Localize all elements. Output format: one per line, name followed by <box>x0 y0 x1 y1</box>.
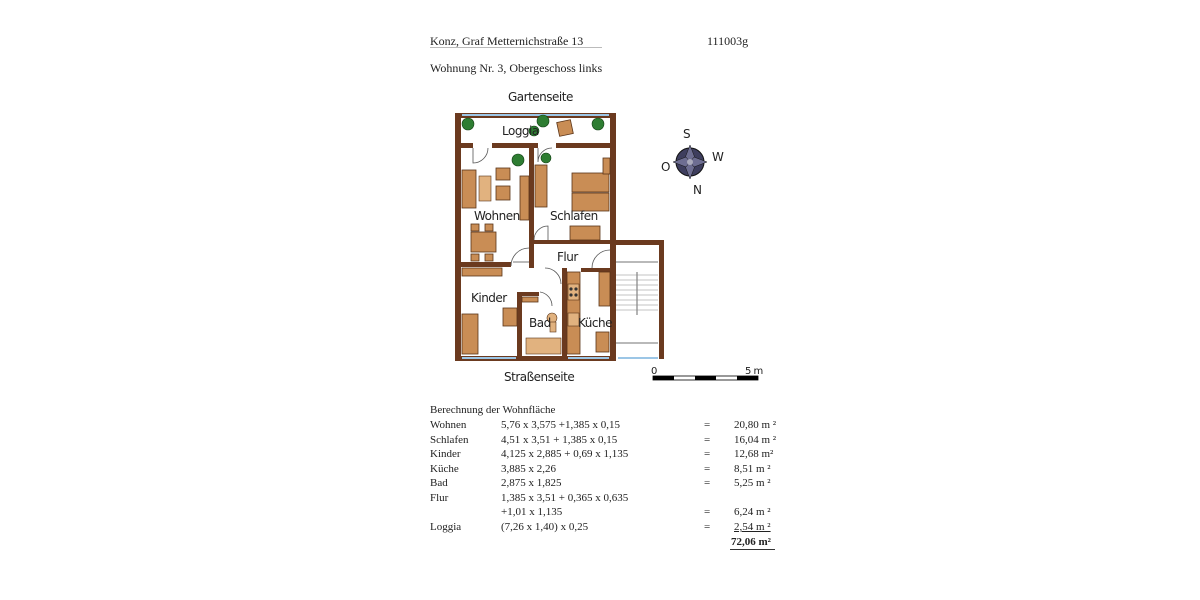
compass-o: O <box>661 160 670 174</box>
calc-row-formula: +1,01 x 1,135 <box>501 506 563 518</box>
calc-row-name: Flur <box>430 492 449 504</box>
calc-row-name: Kinder <box>430 448 461 460</box>
calc-row-value: 2,54 m ² <box>734 521 771 533</box>
street-side-label: Straßenseite <box>504 370 574 384</box>
calc-title: Berechnung der Wohnfläche <box>430 404 556 416</box>
compass-s: S <box>683 127 690 141</box>
loggia-furniture <box>461 114 605 137</box>
compass-w: W <box>712 150 724 164</box>
address-underline <box>430 47 602 48</box>
calc-row-formula: 4,51 x 3,51 + 1,385 x 0,15 <box>501 434 618 446</box>
calc-row-eq: = <box>704 434 711 446</box>
compass-rose <box>672 144 708 180</box>
room-schlafen: Schlafen <box>550 209 598 223</box>
scale-start: 0 <box>651 366 657 377</box>
calc-row-formula: 5,76 x 3,575 +1,385 x 0,15 <box>501 419 620 431</box>
calc-row-eq: = <box>704 448 711 460</box>
calc-row-formula: (7,26 x 1,40) x 0,25 <box>501 521 589 533</box>
calc-row-value: 16,04 m ² <box>734 434 777 446</box>
calc-row-eq: = <box>704 419 711 431</box>
room-loggia: Loggia <box>502 124 539 138</box>
garden-side-label: Gartenseite <box>508 90 573 104</box>
calc-row-name: Schlafen <box>430 434 469 446</box>
calc-row-value: 8,51 m ² <box>734 463 771 475</box>
doors <box>472 147 611 307</box>
calc-row-name: Loggia <box>430 521 462 533</box>
kinder-furniture <box>461 267 539 355</box>
calc-row-name: Bad <box>430 477 448 489</box>
wohnen-furniture <box>461 153 530 262</box>
room-kueche: Küche <box>578 316 612 330</box>
calc-row-formula: 4,125 x 2,885 + 0,69 x 1,135 <box>501 448 629 460</box>
calc-row-eq: = <box>704 463 711 475</box>
room-wohnen: Wohnen <box>474 209 520 223</box>
calc-row-name: Küche <box>430 463 459 475</box>
object-code: 111003g <box>707 34 749 48</box>
calc-row-eq: = <box>704 506 711 518</box>
calc-row-formula: 2,875 x 1,825 <box>501 477 562 489</box>
compass-n: N <box>693 183 701 197</box>
scale-end: 5 m <box>745 366 763 377</box>
bad-fixtures <box>525 312 562 355</box>
calc-total: 72,06 m² <box>731 536 771 548</box>
calc-row-formula: 1,385 x 3,51 + 0,365 x 0,635 <box>501 492 629 504</box>
kueche-fixtures <box>566 271 611 355</box>
schlafen-furniture <box>534 152 611 241</box>
calc-row-value: 20,80 m ² <box>734 419 777 431</box>
calc-row-value: 5,25 m ² <box>734 477 771 489</box>
calc-row-value: 12,68 m² <box>734 448 774 460</box>
calc-row-value: 6,24 m ² <box>734 506 771 518</box>
room-kinder: Kinder <box>471 291 507 305</box>
calc-row-eq: = <box>704 521 711 533</box>
staircase <box>616 261 658 344</box>
scale-bar <box>652 375 759 381</box>
calc-row-eq: = <box>704 477 711 489</box>
calc-row-formula: 3,885 x 2,26 <box>501 463 556 475</box>
room-flur: Flur <box>557 250 578 264</box>
calc-row-name: Wohnen <box>430 419 467 431</box>
total-underline <box>730 549 775 550</box>
unit-description: Wohnung Nr. 3, Obergeschoss links <box>430 61 603 75</box>
room-bad: Bad <box>529 316 551 330</box>
address-text: Konz, Graf Metternichstraße 13 <box>430 34 584 48</box>
